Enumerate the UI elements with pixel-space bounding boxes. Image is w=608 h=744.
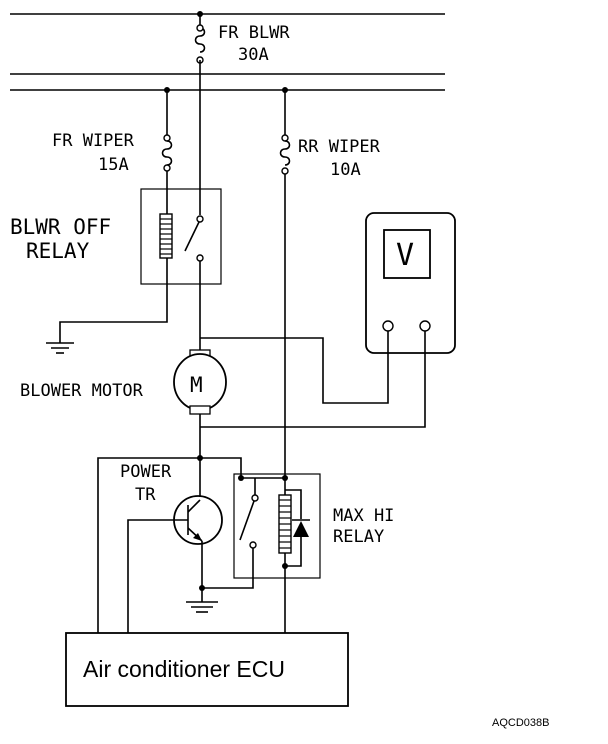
max-hi-relay: MAX HI RELAY [202,473,394,633]
blower-motor: M BLOWER MOTOR [20,338,227,458]
voltmeter: V [365,212,456,354]
voltmeter-probe-wires [200,331,426,428]
power-tr-label-2: TR [135,485,156,505]
fr-wiper-fuse-label: FR WIPER [52,131,135,151]
ac-ecu: Air conditioner ECU [65,632,349,707]
max-hi-relay-label-1: MAX HI [333,506,394,526]
motor-symbol: M [190,373,203,397]
rr-wiper-fuse-label: RR WIPER [298,137,381,157]
voltmeter-symbol: V [396,238,414,273]
ecu-label: Air conditioner ECU [83,656,285,682]
relay-ground-wire [46,270,168,354]
power-transistor: POWER TR [120,458,223,633]
blwr-off-relay-label-2: RELAY [26,239,90,263]
max-hi-relay-label-2: RELAY [333,527,384,547]
fr-wiper-fuse-rating: 15A [98,155,129,175]
blower-motor-label: BLOWER MOTOR [20,381,144,401]
power-bus [10,13,445,91]
fr-blwr-fuse-label: FR BLWR [218,23,290,43]
figure-code: AQCD038B [492,717,549,729]
fr-wiper-fuse: FR WIPER 15A [52,87,173,213]
rr-wiper-fuse-rating: 10A [330,160,361,180]
blwr-off-relay-label-1: BLWR OFF [10,215,111,239]
fr-blwr-fuse: FR BLWR 30A [194,11,290,74]
power-tr-label-1: POWER [120,462,172,482]
blwr-off-relay: BLWR OFF RELAY [10,188,222,338]
fr-blwr-fuse-rating: 30A [238,45,269,65]
